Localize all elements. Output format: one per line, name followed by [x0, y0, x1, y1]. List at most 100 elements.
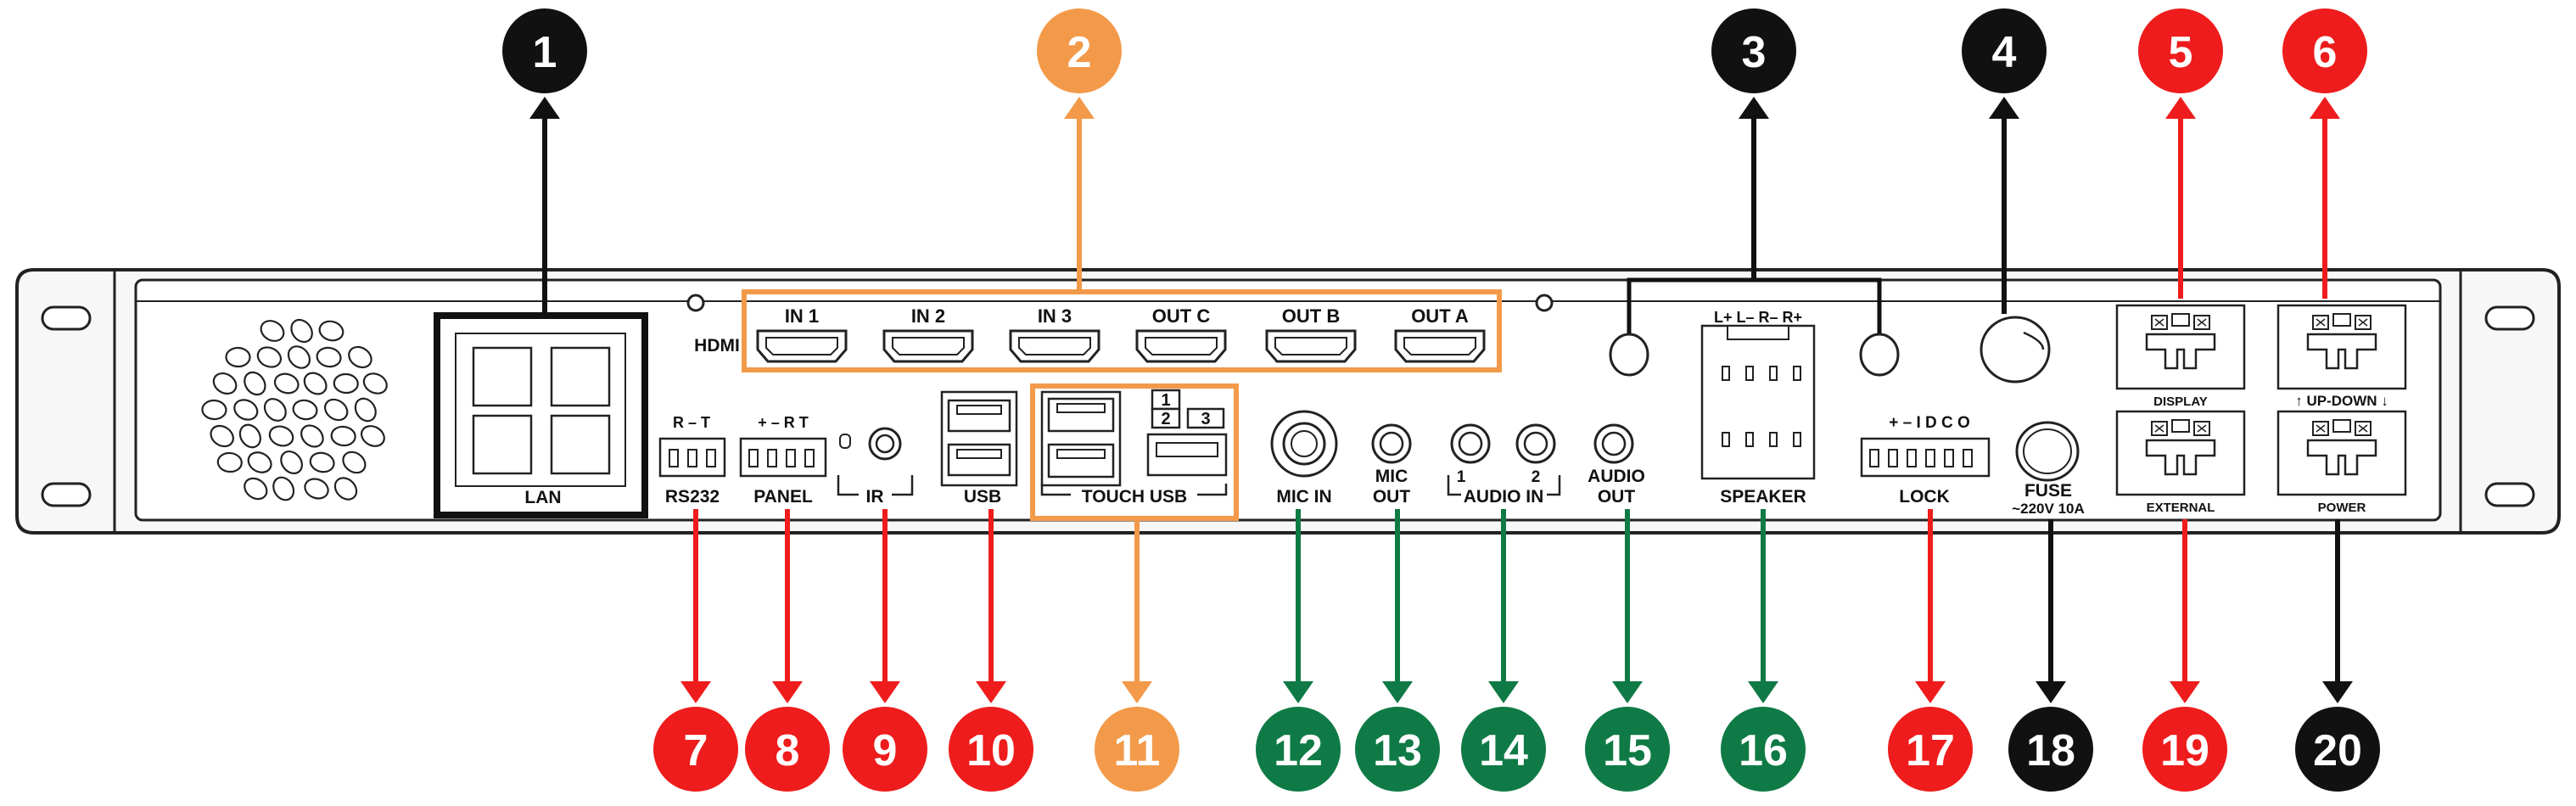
- callout-arrowhead-3: [1739, 97, 1769, 119]
- usb-label: USB: [964, 487, 1001, 507]
- speaker-pins-label: L+ L– R– R+: [1714, 309, 1802, 326]
- callout-number: 2: [1067, 28, 1092, 77]
- callout-number: 20: [2313, 726, 2362, 775]
- rack-slot: [2486, 484, 2534, 506]
- hdmi-outa-label: OUT A: [1411, 305, 1469, 327]
- lan-module: LAN: [437, 316, 645, 515]
- up-down-label: ↑ UP-DOWN ↓: [2295, 393, 2388, 409]
- callout-3: 3: [1711, 8, 1796, 93]
- knob-left: [1610, 334, 1648, 375]
- callout-9: 9: [843, 707, 927, 792]
- callout-arrowhead-20: [2322, 681, 2353, 703]
- callout-number: 14: [1479, 726, 1528, 775]
- audio-in-number-1: 1: [1457, 468, 1466, 486]
- audio-out-label-2: OUT: [1598, 487, 1636, 507]
- callout-arrowhead-4: [1989, 97, 2019, 119]
- callout-arrowhead-6: [2310, 97, 2340, 119]
- audio-in-label: AUDIO IN: [1464, 487, 1544, 507]
- callout-number: 5: [2169, 28, 2193, 77]
- callout-arrowhead-17: [1915, 681, 1946, 703]
- callout-arrowhead-14: [1488, 681, 1519, 703]
- lan-port: [473, 416, 531, 473]
- callout-15: 15: [1585, 707, 1670, 792]
- callout-4: 4: [1962, 8, 2047, 93]
- touch-usb-number-1: 1: [1161, 391, 1170, 410]
- lan-port: [552, 348, 609, 406]
- panel-label: PANEL: [753, 487, 813, 507]
- callout-arrowhead-8: [772, 681, 803, 703]
- callout-18: 18: [2008, 707, 2093, 792]
- speaker-label: SPEAKER: [1720, 487, 1806, 507]
- rack-slot: [42, 484, 90, 506]
- fan-hole: [226, 348, 249, 367]
- speaker-port: L+ L– R– R+ SPEAKER: [1702, 309, 1814, 507]
- callout-number: 8: [776, 726, 800, 775]
- callout-11: 11: [1095, 707, 1179, 792]
- hdmi-label: HDMI: [694, 336, 740, 355]
- panel-pins-label: + – R T: [758, 414, 809, 431]
- lan-label: LAN: [524, 488, 561, 507]
- callout-arrowhead-10: [976, 681, 1006, 703]
- callout-arrowhead-12: [1283, 681, 1313, 703]
- mic-out-label-2: OUT: [1373, 487, 1411, 507]
- fuse-label: FUSE: [2024, 481, 2072, 501]
- external-label: EXTERNAL: [2147, 501, 2215, 515]
- callout-number: 9: [873, 726, 898, 775]
- rack-slot: [42, 307, 90, 329]
- callout-arrowhead-7: [680, 681, 711, 703]
- callout-number: 12: [1274, 726, 1323, 775]
- callout-arrowhead-5: [2165, 97, 2196, 119]
- callout-number: 19: [2160, 726, 2209, 775]
- lan-port: [473, 348, 531, 406]
- fan-hole: [202, 400, 227, 419]
- ground-screw: [1981, 317, 2049, 382]
- callout-arrowhead-9: [870, 681, 900, 703]
- callout-arrowhead-1: [529, 97, 560, 119]
- callout-number: 6: [2313, 28, 2338, 77]
- lock-label: LOCK: [1899, 487, 1950, 507]
- callout-number: 16: [1739, 726, 1788, 775]
- hdmi-in2-label: IN 2: [911, 305, 945, 327]
- callout-6: 6: [2282, 8, 2367, 93]
- mic-in-label: MIC IN: [1276, 487, 1331, 507]
- callout-arrowhead-13: [1382, 681, 1413, 703]
- lan-port: [552, 416, 609, 473]
- callout-arrowhead-2: [1064, 97, 1095, 119]
- ir-label: IR: [866, 487, 884, 507]
- callout-arrowhead-19: [2170, 681, 2200, 703]
- callout-10: 10: [949, 707, 1033, 792]
- callout-number: 18: [2026, 726, 2075, 775]
- callout-20: 20: [2295, 707, 2380, 792]
- callout-number: 17: [1906, 726, 1955, 775]
- mount-hole: [688, 295, 703, 311]
- callout-number: 10: [966, 726, 1016, 775]
- mic-out-label-1: MIC: [1375, 467, 1408, 486]
- callout-16: 16: [1721, 707, 1806, 792]
- callout-12: 12: [1256, 707, 1341, 792]
- callout-number: 4: [1992, 28, 2017, 77]
- callout-number: 3: [1742, 28, 1767, 77]
- callout-number: 13: [1373, 726, 1422, 775]
- rs232-label: RS232: [665, 487, 720, 507]
- hdmi-outc-label: OUT C: [1152, 305, 1211, 327]
- touch-usb-label: TOUCH USB: [1082, 487, 1187, 507]
- lock-pins-label: + – I D C O: [1889, 414, 1970, 432]
- callout-arrowhead-15: [1612, 681, 1643, 703]
- callout-5: 5: [2138, 8, 2223, 93]
- callout-arrowhead-16: [1748, 681, 1778, 703]
- callout-14: 14: [1461, 707, 1546, 792]
- display-label: DISPLAY: [2153, 395, 2208, 409]
- fan-hole: [333, 373, 358, 394]
- rs232-pins-label: R – T: [673, 414, 710, 431]
- callout-2: 2: [1037, 8, 1122, 93]
- callout-number: 11: [1114, 726, 1161, 775]
- callout-8: 8: [745, 707, 830, 792]
- callout-number: 7: [684, 726, 708, 775]
- hdmi-outb-label: OUT B: [1282, 305, 1340, 327]
- callout-17: 17: [1888, 707, 1973, 792]
- hdmi-in1-label: IN 1: [785, 305, 819, 327]
- audio-in-number-2: 2: [1532, 468, 1541, 486]
- callout-arrowhead-18: [2036, 681, 2066, 703]
